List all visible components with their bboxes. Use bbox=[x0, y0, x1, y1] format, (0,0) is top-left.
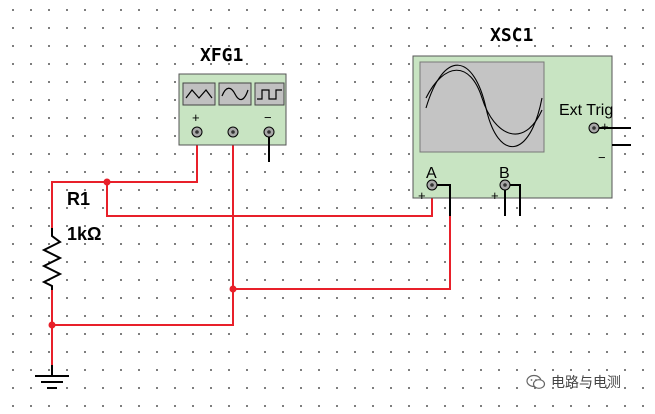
channel-b-plus-sign: + bbox=[491, 188, 499, 203]
ext-trig-minus-sign: − bbox=[598, 150, 606, 165]
watermark: 电路与电测 bbox=[526, 372, 621, 392]
wires bbox=[51, 138, 451, 365]
scope-screen bbox=[419, 61, 545, 153]
oscilloscope-xsc1[interactable]: XSC1 Ext Trig + − A + B + bbox=[412, 25, 631, 216]
ext-trig-label: Ext Trig bbox=[559, 102, 613, 119]
fg-minus-sign: − bbox=[264, 110, 272, 125]
watermark-text: 电路与电测 bbox=[551, 375, 621, 391]
function-generator-xfg1[interactable]: XFG1 + − bbox=[178, 45, 287, 162]
resistor-r1[interactable]: R1 1kΩ bbox=[41, 189, 101, 290]
channel-a-label: A bbox=[426, 165, 437, 182]
square-wave-icon bbox=[257, 89, 282, 100]
channel-b-minus-lead bbox=[510, 184, 521, 216]
wechat-icon bbox=[526, 374, 546, 389]
triangle-wave-icon bbox=[185, 89, 213, 99]
wire-fg-common[interactable] bbox=[52, 138, 234, 326]
ground-symbol bbox=[35, 365, 69, 389]
junction-node-2 bbox=[229, 285, 237, 293]
wire-r1-top[interactable] bbox=[51, 181, 107, 228]
resistor-value: 1kΩ bbox=[67, 224, 101, 244]
resistor-ref: R1 bbox=[67, 189, 90, 209]
sine-wave-icon bbox=[221, 87, 249, 101]
wire-to-scope-a-plus[interactable] bbox=[106, 182, 433, 217]
triangle-wave-button[interactable] bbox=[182, 82, 216, 106]
channel-a-minus-lead bbox=[437, 184, 451, 216]
junction-node-3 bbox=[48, 321, 56, 329]
wire-to-scope-a-minus[interactable] bbox=[233, 216, 451, 290]
wire-fg-plus[interactable] bbox=[107, 138, 198, 183]
channel-a-plus-sign: + bbox=[418, 188, 426, 203]
fg-name: XFG1 bbox=[200, 45, 243, 66]
scope-waveform-2 bbox=[425, 69, 543, 135]
junction-node-1 bbox=[103, 178, 111, 186]
resistor-symbol bbox=[41, 228, 63, 290]
ext-trig-plus-sign: + bbox=[601, 119, 609, 134]
fg-plus-sign: + bbox=[192, 110, 200, 125]
channel-b-label: B bbox=[499, 165, 510, 182]
scope-name: XSC1 bbox=[490, 25, 533, 46]
